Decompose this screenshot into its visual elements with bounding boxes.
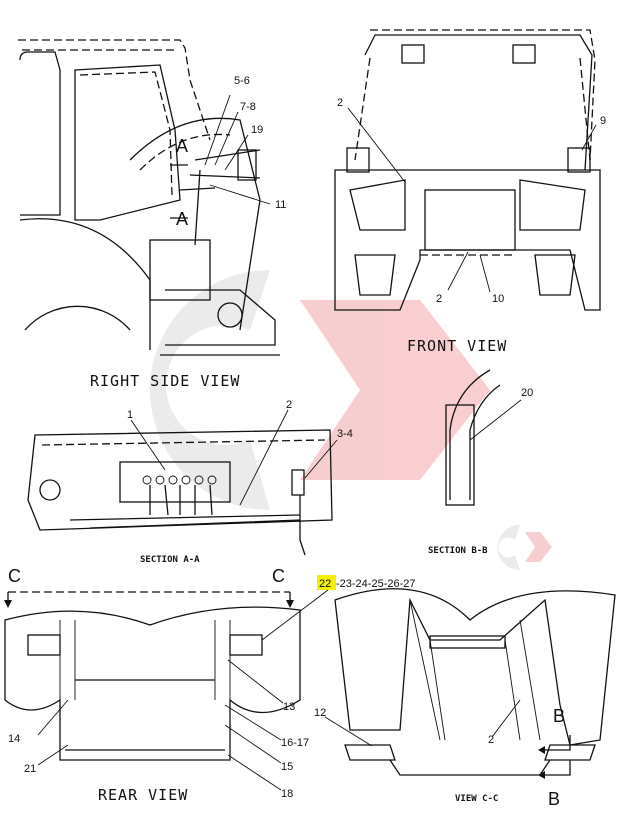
callout-10: 10 (492, 293, 504, 305)
view-title-right-side: RIGHT SIDE VIEW (90, 372, 240, 390)
callout-12: 12 (314, 707, 326, 719)
callout-20: 20 (521, 387, 533, 399)
callout-7-8: 7-8 (240, 101, 256, 113)
callout-16-17: 16-17 (281, 737, 309, 749)
view-title-section-a-a: SECTION A-A (140, 555, 200, 565)
callout-23-27: -23-24-25-26-27 (336, 578, 416, 590)
view-title-front: FRONT VIEW (407, 337, 507, 355)
highlight-box (317, 575, 336, 590)
callout-3-4: 3-4 (337, 428, 353, 440)
section-marker-b-bottom: B (548, 789, 560, 809)
callout-9: 9 (600, 115, 606, 127)
view-title-section-b-b: SECTION B-B (428, 546, 488, 556)
section-marker-a-bottom: A (176, 209, 188, 229)
callout-18: 18 (281, 788, 293, 800)
view-c-c (324, 588, 616, 779)
view-title-c-c: VIEW C-C (455, 794, 498, 804)
section-marker-c-right: C (272, 566, 285, 586)
callout-front-2-bottom: 2 (436, 293, 442, 305)
rear-view (4, 589, 329, 791)
callout-aa-2: 2 (286, 399, 292, 411)
callout-21: 21 (24, 763, 36, 775)
front-view (334, 29, 601, 311)
section-marker-b-top: B (553, 706, 565, 726)
section-marker-c-left: C (8, 566, 21, 586)
callout-19: 19 (251, 124, 263, 136)
callout-11: 11 (275, 199, 286, 211)
callout-aa-1: 1 (127, 409, 133, 421)
callout-13: 13 (283, 701, 295, 713)
section-a-a-view (27, 409, 338, 556)
callout-5-6: 5-6 (234, 75, 250, 87)
callout-14: 14 (8, 733, 20, 745)
watermark-logo (150, 270, 552, 570)
callout-22-highlighted[interactable]: 22 (319, 578, 331, 590)
section-b-b-view (445, 369, 522, 506)
view-title-rear: REAR VIEW (98, 786, 188, 804)
section-marker-a-top: A (176, 136, 188, 156)
callout-15: 15 (281, 761, 293, 773)
right-side-view (18, 39, 280, 356)
callout-front-2-top: 2 (337, 97, 343, 109)
callout-cc-2: 2 (488, 734, 494, 746)
